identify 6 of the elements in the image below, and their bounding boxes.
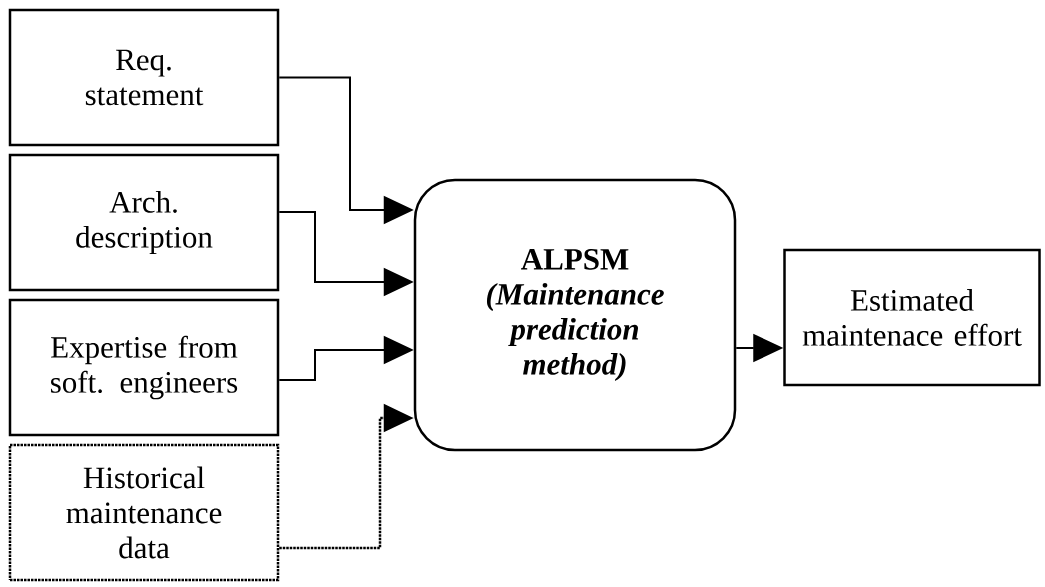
input-box: Arch. description xyxy=(8,153,280,292)
input-box: Expertise from soft. engineers xyxy=(8,298,280,437)
input-box: Req. statement xyxy=(8,8,280,147)
input-box: Historical maintenance data xyxy=(8,443,280,582)
output-box: Estimated maintenace effort xyxy=(783,248,1041,387)
method-box: ALPSM (Maintenance prediction method) xyxy=(413,178,737,452)
